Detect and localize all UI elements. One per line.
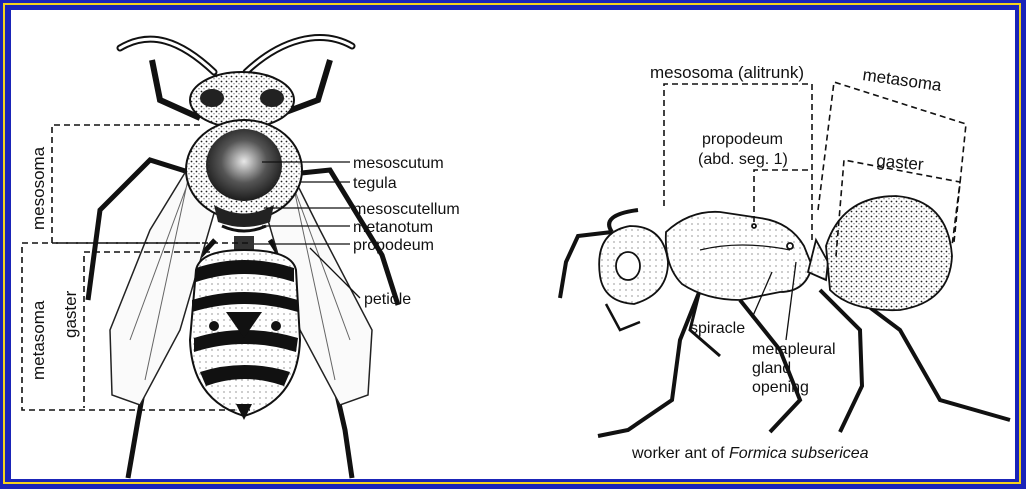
tegula-label: tegula (353, 175, 397, 192)
petiole-label: petiole (364, 291, 411, 308)
metapleural-label-line1: metapleural (752, 341, 836, 358)
ant-propodeum-note: (abd. seg. 1) (698, 151, 788, 168)
metapleural-label-line3: opening (752, 379, 809, 396)
ant-propodeum-label: propodeum (702, 131, 783, 148)
ant-metasoma-label: metasoma (861, 65, 943, 95)
ant-drawing (560, 196, 1010, 436)
wasp-mesosoma-label: mesosoma (29, 146, 48, 230)
wasp-gaster-label: gaster (61, 290, 80, 338)
propodeum-label: propodeum (353, 237, 434, 254)
ant-caption-species: Formica subsericea (729, 445, 869, 462)
mesoscutum-label: mesoscutum (353, 155, 444, 172)
spiracle-label: spiracle (690, 320, 745, 337)
metanotum-label: metanotum (353, 219, 433, 236)
ant-gaster-label: gaster (876, 151, 925, 174)
metapleural-label-line2: gland (752, 360, 791, 377)
ant-caption: worker ant of Formica subsericea (631, 445, 869, 462)
mesoscutellum-label: mesoscutellum (353, 201, 460, 218)
ant-mesosoma-label: mesosoma (alitrunk) (650, 63, 804, 82)
wasp-metasoma-label: metasoma (29, 300, 48, 380)
wasp-drawing (88, 38, 398, 478)
ant-caption-prefix: worker ant of (631, 445, 729, 462)
